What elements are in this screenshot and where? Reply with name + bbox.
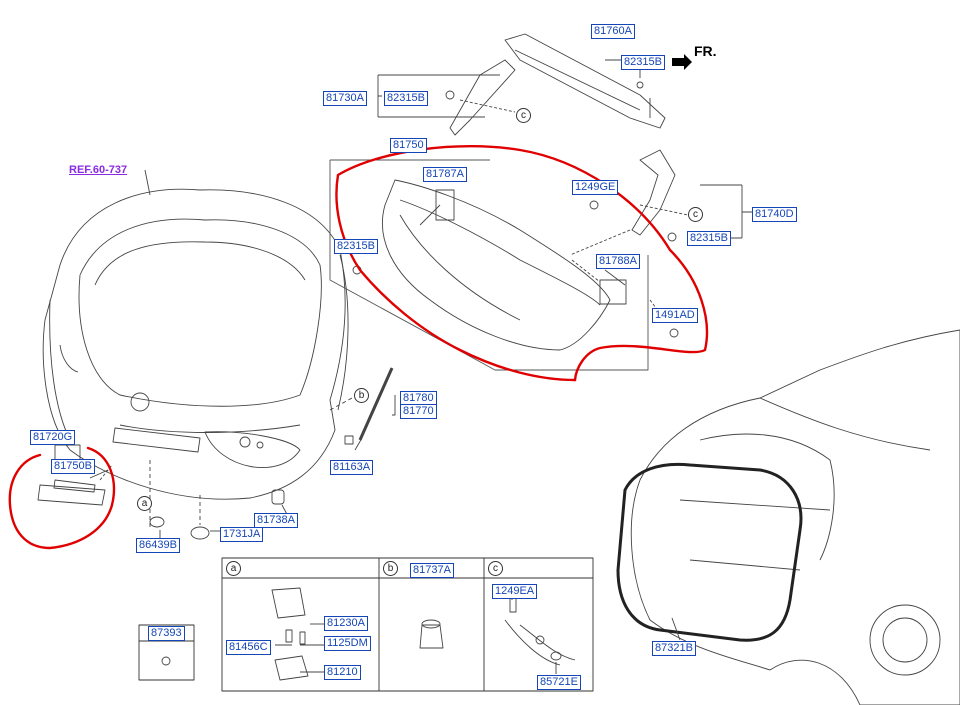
tailgate-outline (42, 188, 346, 500)
part-81720G[interactable]: 81720G (30, 430, 76, 445)
panel-marker-a: a (226, 561, 241, 576)
marker-c-top: c (516, 108, 531, 123)
weatherstrip (616, 462, 803, 642)
part-87321B[interactable]: 87321B (652, 641, 696, 656)
part-1249GE[interactable]: 1249GE (572, 180, 619, 195)
part-81737A[interactable]: 81737A (410, 563, 454, 578)
part-81730A[interactable]: 81730A (323, 91, 367, 106)
marker-c-right: c (688, 207, 703, 222)
highlight-license-lamp (8, 446, 116, 550)
part-81738A[interactable]: 81738A (254, 513, 298, 528)
part-82315B-right[interactable]: 82315B (687, 231, 731, 246)
part-86439B[interactable]: 86439B (136, 538, 180, 553)
license-lamp (37, 484, 106, 506)
front-label: FR. (694, 43, 717, 59)
part-81210[interactable]: 81210 (324, 665, 361, 680)
emblem-icon (130, 392, 150, 412)
part-81760A[interactable]: 81760A (591, 24, 635, 39)
part-1125DM[interactable]: 1125DM (324, 636, 371, 651)
panel-marker-b: b (383, 561, 398, 576)
part-1731JA[interactable]: 1731JA (220, 527, 264, 542)
part-81788A[interactable]: 81788A (596, 254, 640, 269)
part-81750B[interactable]: 81750B (51, 459, 95, 474)
part-82315B-top[interactable]: 82315B (621, 55, 665, 70)
bumper-stop (419, 624, 444, 649)
upper-trim (504, 33, 666, 129)
part-82315B-left[interactable]: 82315B (384, 91, 428, 106)
marker-b: b (354, 388, 369, 403)
part-1491AD[interactable]: 1491AD (652, 308, 698, 323)
part-81770[interactable]: 81770 (400, 404, 437, 419)
part-81163A[interactable]: 81163A (330, 460, 374, 475)
part-87393[interactable]: 87393 (148, 626, 185, 641)
part-81456C[interactable]: 81456C (226, 640, 271, 655)
panel-marker-c: c (488, 561, 503, 576)
car-outline (630, 329, 960, 705)
part-81230A[interactable]: 81230A (324, 616, 368, 631)
front-direction-arrow (672, 54, 692, 70)
part-1249EA[interactable]: 1249EA (492, 584, 538, 599)
part-82315B-mid[interactable]: 82315B (334, 239, 378, 254)
highlight-inner-trim (335, 145, 709, 382)
marker-a: a (137, 496, 152, 511)
part-81740D[interactable]: 81740D (752, 207, 797, 222)
part-85721E[interactable]: 85721E (537, 675, 581, 690)
part-81787A[interactable]: 81787A (423, 167, 467, 182)
reference-label[interactable]: REF.60-737 (69, 164, 128, 176)
inner-trim-panel (381, 179, 611, 351)
gas-strut (358, 367, 394, 441)
side-trim (631, 149, 676, 236)
tailgate-window (78, 218, 322, 407)
part-81750[interactable]: 81750 (390, 138, 427, 153)
